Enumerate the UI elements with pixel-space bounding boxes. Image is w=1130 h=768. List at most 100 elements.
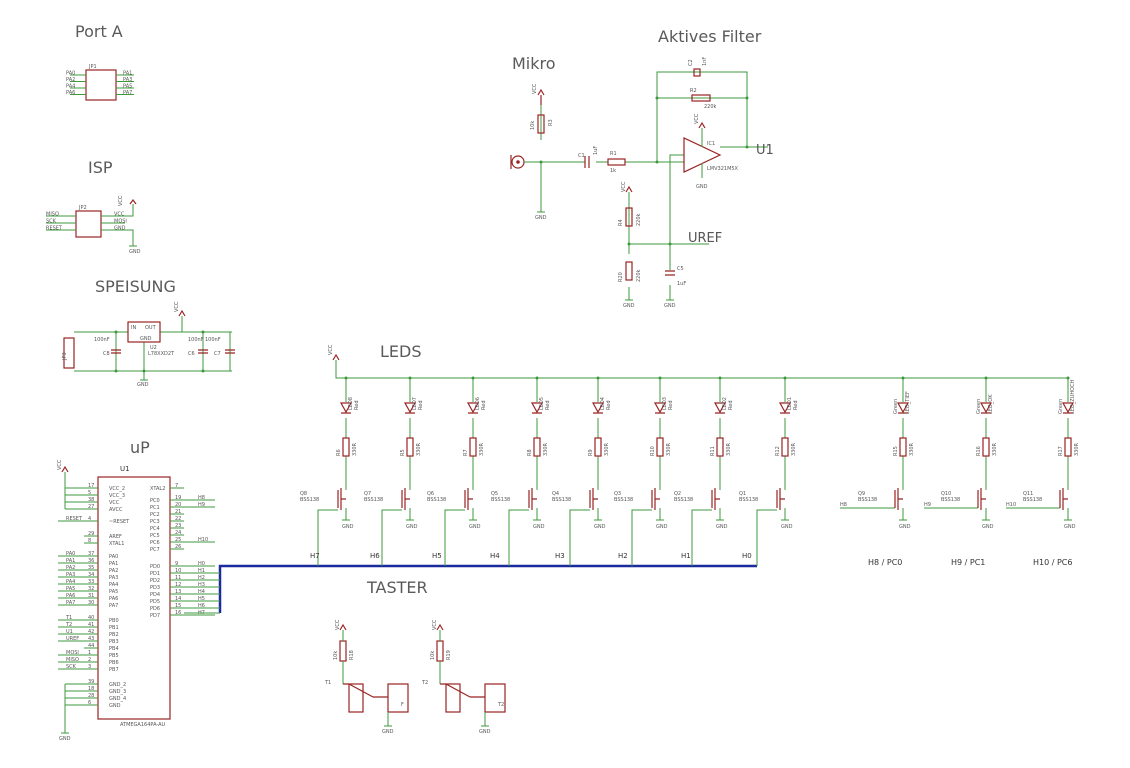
mosfet-value: BSS138	[364, 497, 383, 503]
led-color: Red	[668, 401, 674, 411]
title-leds: LEDS	[380, 342, 422, 361]
net-label: H5	[432, 552, 442, 560]
mcu-pin-number: 1	[88, 650, 91, 656]
resistor	[656, 437, 664, 457]
c5-name: C5	[677, 266, 684, 272]
resistor-name: R8	[527, 449, 533, 456]
mosfet-name: Q4	[552, 491, 559, 497]
resistor	[982, 437, 990, 457]
c2-name: C2	[688, 59, 694, 66]
mcu-pin-number: 29	[88, 531, 94, 537]
mosfet-value: BSS138	[552, 497, 571, 503]
led-symbol	[1061, 402, 1075, 414]
mcu-pin-name: PB6	[109, 660, 119, 666]
r20-value: 220k	[636, 269, 642, 282]
mcu-pin-number: 20	[175, 502, 181, 508]
gnd-label: GND	[406, 524, 418, 530]
vcc-label: VCC	[432, 619, 438, 630]
mosfet-symbol	[651, 488, 660, 510]
c2-value: 1nF	[702, 57, 708, 66]
mcu-pin-number: 31	[88, 593, 94, 599]
mcu-pin-number: 8	[88, 538, 91, 544]
port-a-pin-label: PA5	[123, 84, 132, 90]
resistor-value: 330R	[604, 442, 610, 456]
resistor-name: R15	[893, 446, 899, 456]
resistor-value: 330R	[666, 442, 672, 456]
mcu-pin-name: PC1	[150, 505, 160, 511]
vcc-arrow	[436, 623, 444, 631]
led-symbol	[403, 402, 417, 414]
mcu-pin-number: 10	[175, 568, 181, 574]
resistor-value: 330R	[992, 442, 998, 456]
mcu-net-label: RESET	[66, 516, 83, 522]
net-label: H10	[1006, 502, 1016, 508]
mcu-net-label: PA4	[66, 579, 75, 585]
mcu-pin-name: PD3	[150, 585, 160, 591]
title-taster: TASTER	[366, 578, 428, 597]
title-isp: ISP	[88, 158, 113, 177]
led-name: LED3	[662, 397, 668, 410]
led-wire	[840, 378, 904, 520]
gate-wire	[569, 509, 590, 566]
mcu-gnd-label: GND	[59, 736, 71, 742]
mcu-net-label: H9	[198, 502, 205, 508]
mcu-pin-name: PD0	[150, 564, 160, 570]
led-color: Red	[793, 401, 799, 411]
net-label: H1	[681, 552, 691, 560]
mcu-pin-name: GND	[109, 703, 121, 709]
ic1-value: LMV321M5X	[707, 166, 739, 172]
vcc-label: VCC	[335, 619, 341, 630]
resistor-value: 330R	[352, 442, 358, 456]
mosfet-value: BSS138	[491, 497, 510, 503]
mcu-pin-name: PC2	[150, 512, 160, 518]
mcu-pin-number: 16	[175, 610, 181, 616]
mcu-pin-number: 22	[175, 516, 181, 522]
port-a-pin-label: PA3	[123, 77, 132, 83]
mcu-pin-name: GND_4	[109, 696, 126, 702]
led-name: LED2	[722, 397, 728, 410]
c5-value: 1uF	[677, 281, 686, 287]
resistor-value: 330R	[726, 442, 732, 456]
signal-bus	[218, 564, 757, 613]
resistor-name: R19	[446, 650, 452, 660]
net-label: H2	[618, 552, 628, 560]
mcu-pin-name: PA1	[109, 561, 118, 567]
mcu-pin-name: ~RESET	[109, 519, 130, 525]
resistor-name: R10	[650, 446, 656, 456]
mosfet-value: BSS138	[739, 497, 758, 503]
mcu-pin-number: 23	[175, 523, 181, 529]
port-a-pin-label: PA2	[66, 77, 75, 83]
mcu-pin-name: PA3	[109, 575, 118, 581]
port-a-part-label: JP1	[88, 64, 97, 70]
isp-pin-label: SCK	[46, 219, 57, 225]
mcu-net-label: PA5	[66, 586, 75, 592]
resistor	[899, 437, 907, 457]
c7-name: C7	[214, 351, 221, 357]
mcu-pin-number: 38	[88, 497, 94, 503]
net-label: H7	[310, 552, 320, 560]
led-symbol	[713, 402, 727, 414]
vcc-arrow	[339, 623, 347, 631]
title-mikro: Mikro	[512, 54, 556, 73]
r1-value: 1k	[610, 168, 616, 174]
gnd-label: GND	[342, 524, 354, 530]
port-label: H10 / PC6	[1033, 558, 1072, 567]
c1-name: C1	[578, 153, 585, 159]
isp-pin-label: GND	[114, 226, 126, 232]
resistor-value: 330R	[1074, 442, 1080, 456]
port-a-pin-label: PA7	[123, 90, 132, 96]
c8-name: C8	[103, 351, 110, 357]
mcu-net-label: H3	[198, 582, 205, 588]
switch-symbol	[343, 683, 388, 698]
resistor-name: R16	[976, 446, 982, 456]
switch-symbol	[440, 683, 485, 698]
mcu-pin-number: 28	[88, 693, 94, 699]
gate-wire	[381, 509, 402, 566]
mosfet-name: Q1	[739, 491, 746, 497]
led-color: Red	[606, 401, 612, 411]
